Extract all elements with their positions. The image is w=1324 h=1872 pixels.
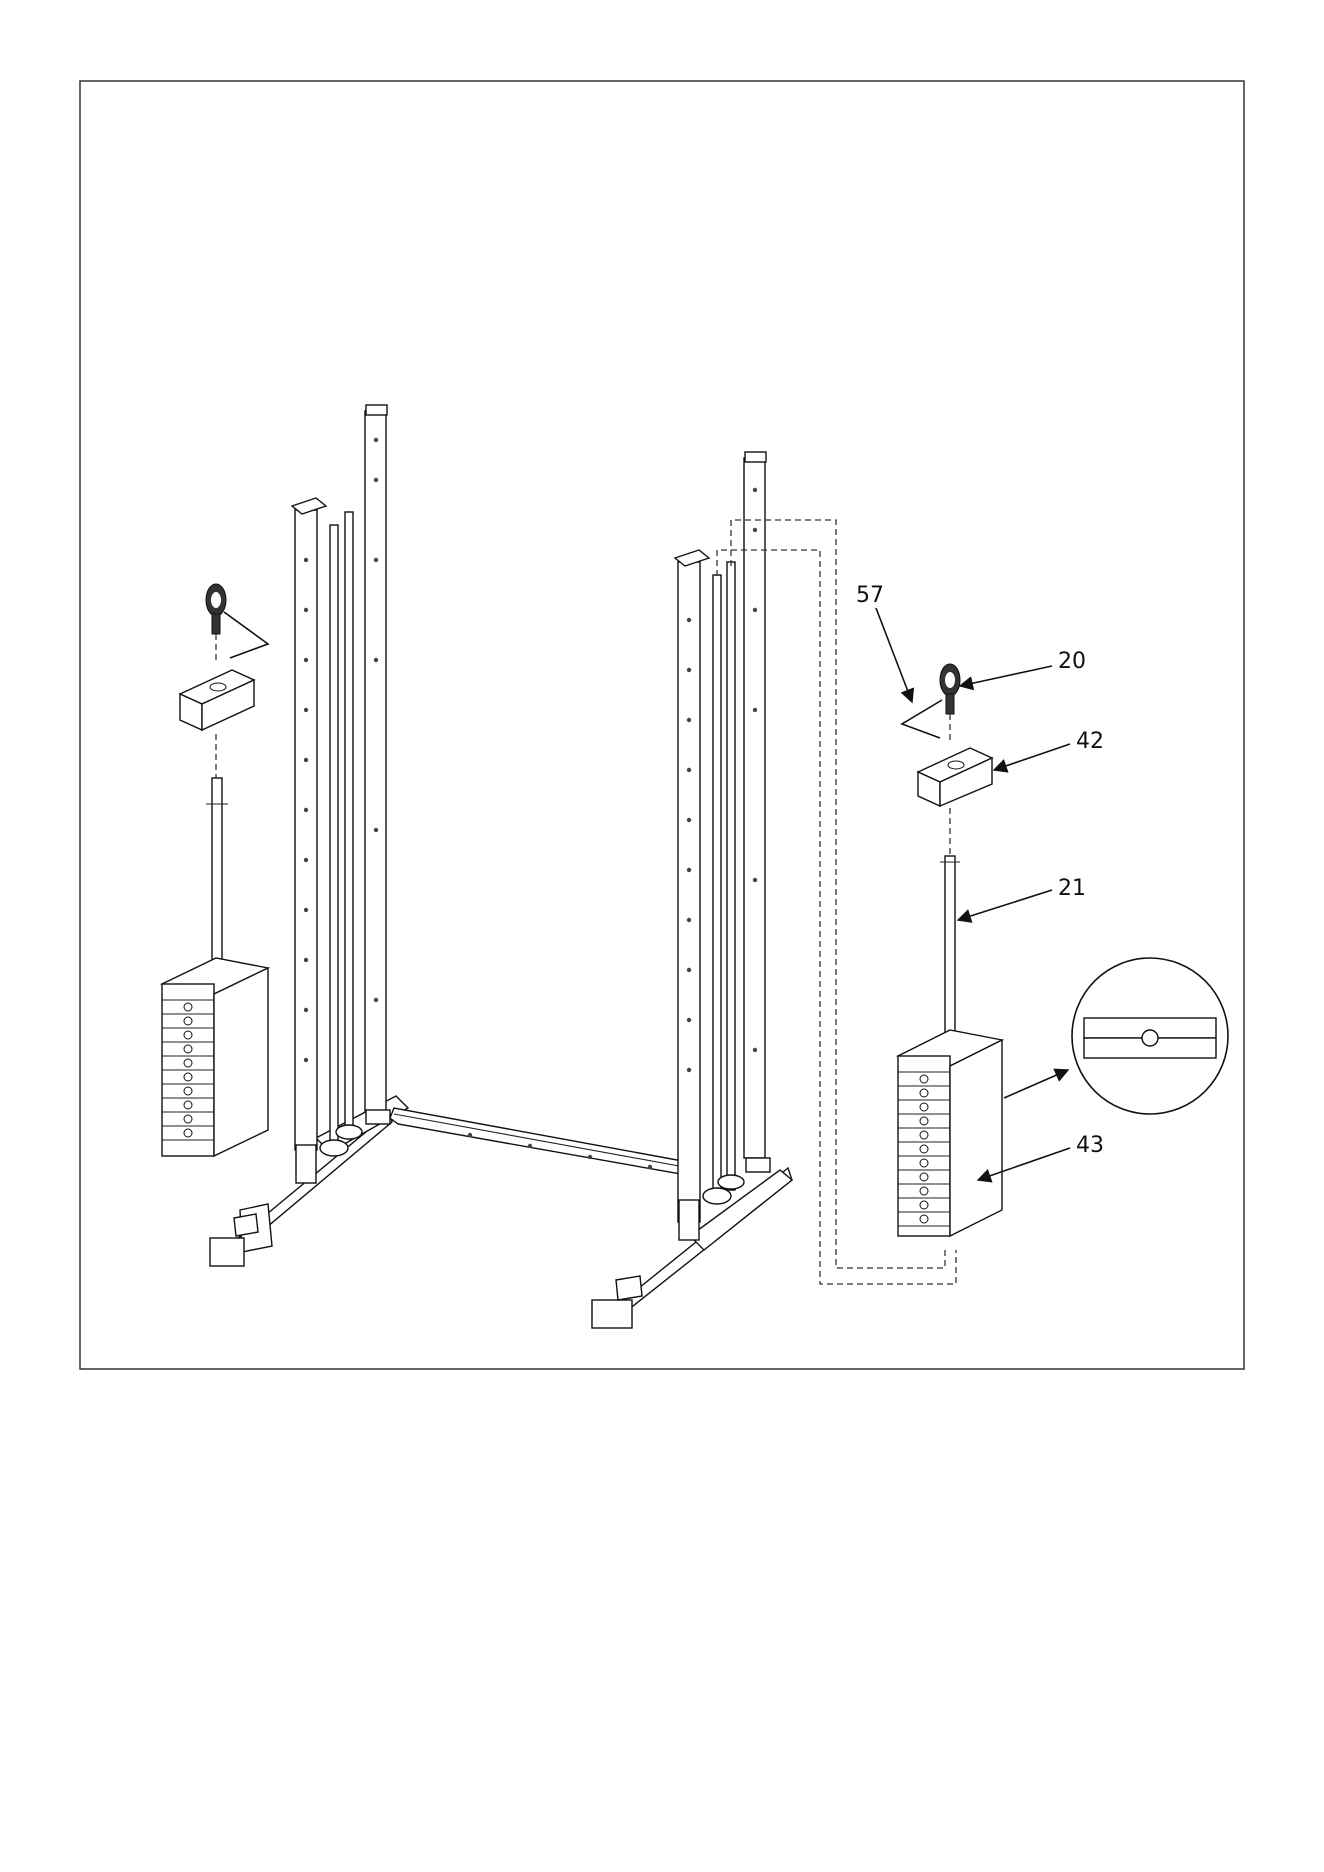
callout-21: 21 (1058, 876, 1086, 901)
callout-57: 57 (856, 583, 884, 608)
callout-43: 43 (1076, 1133, 1104, 1158)
diagram-frame (80, 81, 1244, 1369)
rear-cross-bar (390, 1108, 692, 1176)
callout-20: 20 (1058, 649, 1086, 674)
callout-42: 42 (1076, 729, 1104, 754)
leader-57 (876, 608, 912, 702)
detail-magnifier (1004, 958, 1228, 1114)
detail-arrow (1004, 1070, 1068, 1098)
right-weight-stack (898, 664, 1002, 1236)
leader-21 (958, 890, 1052, 920)
left-weight-stack (162, 584, 268, 1156)
leader-42 (994, 744, 1070, 770)
right-upright-assembly (592, 452, 792, 1328)
leader-20 (960, 666, 1052, 686)
